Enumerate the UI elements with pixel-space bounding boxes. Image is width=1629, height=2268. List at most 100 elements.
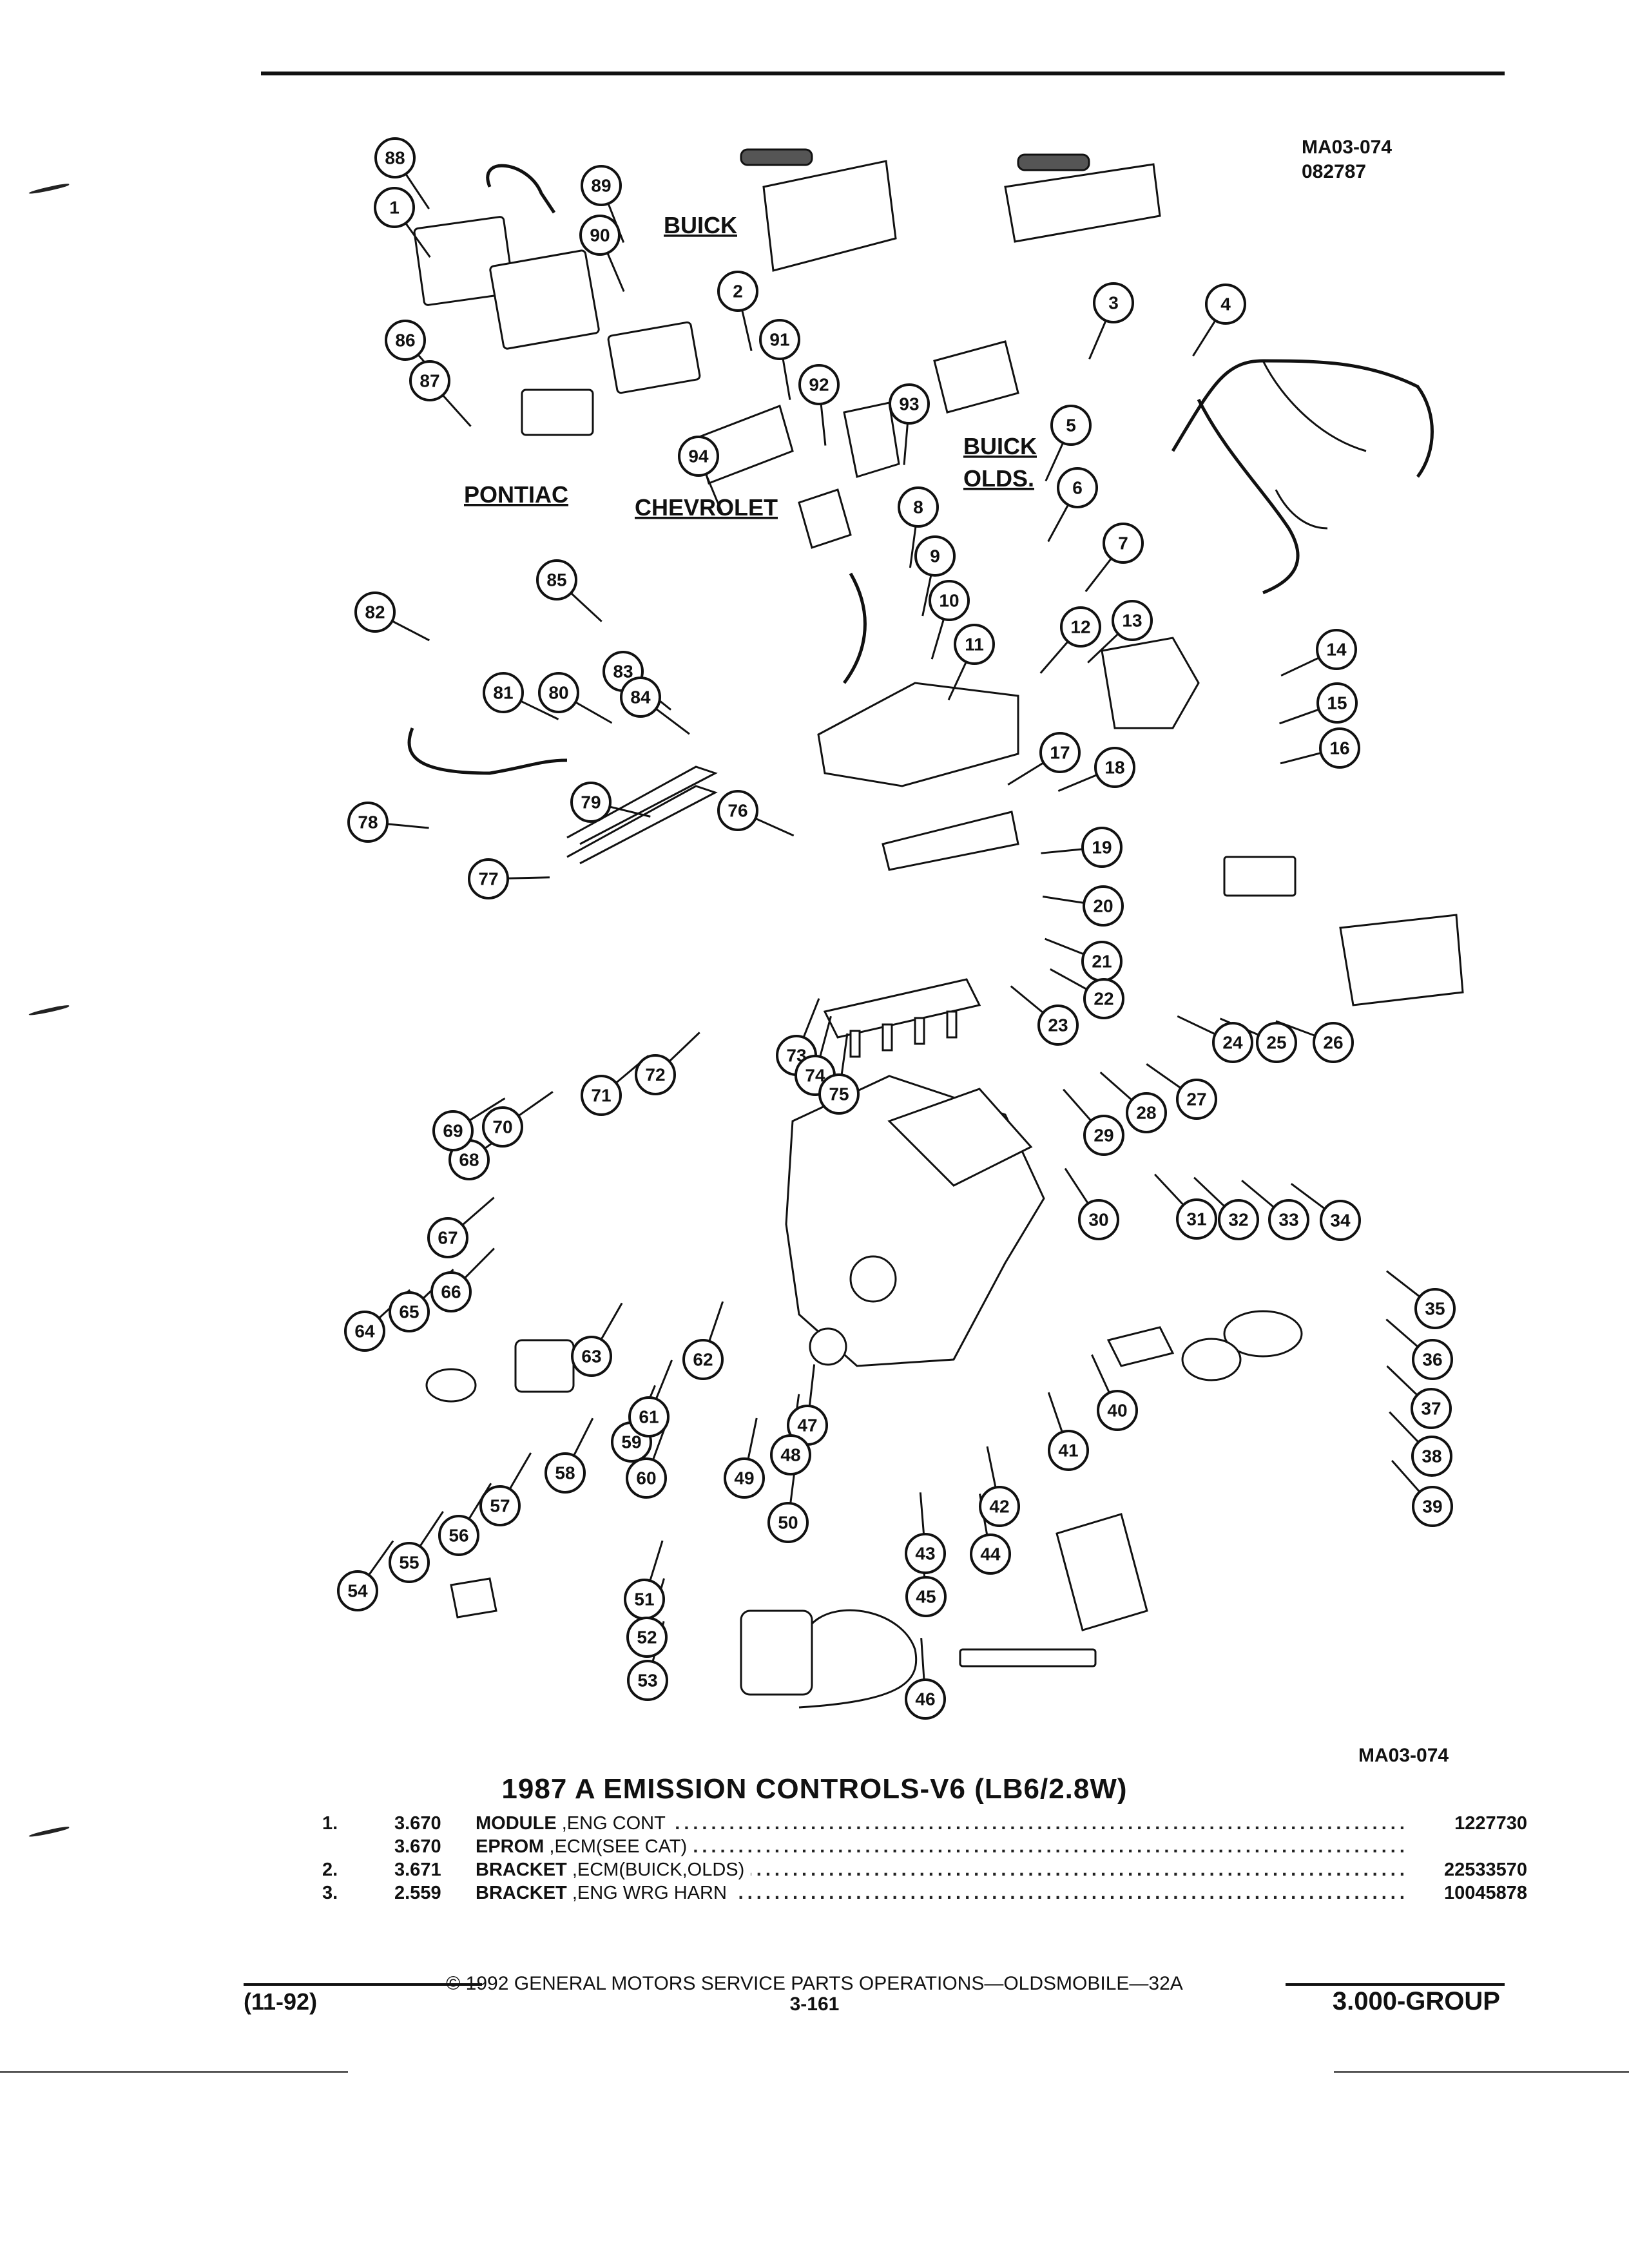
parts-list-row: 3.670...................................… (322, 1835, 1527, 1858)
callout-72: 72 (635, 1054, 676, 1095)
leader-line-27 (1146, 1063, 1182, 1089)
callout-1: 1 (374, 187, 415, 228)
callout-circle (770, 1434, 811, 1475)
callout-48: 48 (770, 1434, 811, 1475)
callout-circle (1039, 732, 1081, 773)
callout-number: 28 (1136, 1103, 1156, 1123)
callout-number: 76 (728, 801, 747, 821)
callout-leaders (368, 173, 1421, 1680)
callout-circle (1256, 1022, 1297, 1063)
callout-91: 91 (759, 319, 800, 360)
callout-circle (1176, 1079, 1217, 1120)
leader-line-79 (609, 805, 651, 818)
callout-number: 62 (693, 1350, 713, 1370)
reference-number: 3.671 (394, 1860, 441, 1880)
callout-circle (430, 1271, 472, 1312)
callout-number: 47 (797, 1416, 817, 1436)
callout-number: 64 (354, 1321, 375, 1341)
callout-number: 84 (630, 687, 651, 707)
callout-13: 13 (1112, 600, 1153, 641)
callout-circle (581, 1075, 622, 1116)
callout-number: 1 (389, 198, 400, 218)
leader-line-92 (820, 403, 827, 446)
leader-line-77 (507, 876, 550, 879)
part-description: BRACKET ,ECM(BUICK,OLDS) (476, 1858, 751, 1881)
part-description: MODULE ,ENG CONT (476, 1812, 672, 1835)
callout-71: 71 (581, 1075, 622, 1116)
callout-54: 54 (337, 1570, 378, 1611)
leader-line-28 (1099, 1072, 1133, 1101)
callout-number: 41 (1058, 1441, 1078, 1461)
leader-line-43 (919, 1492, 925, 1535)
callout-16: 16 (1319, 727, 1360, 769)
callout-46: 46 (905, 1678, 946, 1720)
callout-number: 70 (492, 1117, 512, 1137)
leader-line-54 (368, 1540, 394, 1576)
maker-label-chevrolet: CHEVROLET (635, 494, 778, 521)
footer-rule-right (1286, 1983, 1505, 1986)
callout-circle (389, 1542, 430, 1583)
callout-number: 27 (1186, 1090, 1206, 1110)
diagram-title: 1987 A EMISSION CONTROLS-V6 (LB6/2.8W) (501, 1773, 1128, 1805)
leader-line-38 (1389, 1411, 1420, 1443)
callout-number: 81 (493, 683, 513, 703)
part-description: BRACKET ,ENG WRG HARN (476, 1881, 733, 1905)
callout-number: 30 (1088, 1210, 1108, 1230)
callout-number: 13 (1122, 611, 1142, 631)
callout-37: 37 (1411, 1388, 1452, 1429)
maker-label-buick: BUICK (664, 212, 737, 238)
leader-line-40 (1091, 1354, 1110, 1394)
leader-line-62 (708, 1301, 724, 1342)
leader-line-4 (1192, 320, 1217, 357)
callout-number: 21 (1092, 952, 1112, 972)
callout-circle (620, 677, 661, 718)
callout-number: 89 (591, 176, 611, 196)
callout-85: 85 (536, 559, 577, 601)
callout-circle (1313, 1022, 1354, 1063)
callout-circle (626, 1617, 668, 1658)
callout-52: 52 (626, 1617, 668, 1658)
callout-circle (798, 364, 840, 405)
callout-69: 69 (432, 1110, 474, 1151)
callout-circle (1319, 727, 1360, 769)
callout-number: 33 (1278, 1210, 1298, 1230)
callout-number: 69 (443, 1121, 463, 1141)
callout-circle (432, 1110, 474, 1151)
callout-30: 30 (1078, 1199, 1119, 1240)
callout-circle (1083, 1115, 1124, 1156)
item-number: 1. (322, 1813, 338, 1834)
callout-number: 12 (1070, 617, 1090, 637)
callout-circle (1093, 282, 1134, 323)
callout-circle (929, 580, 970, 621)
callout-21: 21 (1081, 941, 1123, 982)
leader-line-67 (461, 1196, 495, 1226)
maker-labels: BUICK PONTIAC CHEVROLET BUICK OLDS. (464, 212, 1037, 521)
part-number: 10045878 (1438, 1881, 1527, 1905)
leader-line-8 (909, 526, 917, 568)
callout-circle (717, 790, 758, 831)
callout-81: 81 (483, 672, 524, 713)
callout-number: 92 (809, 375, 829, 395)
callout-number: 72 (645, 1065, 665, 1085)
callout-number: 71 (591, 1086, 611, 1106)
leader-line-42 (986, 1446, 997, 1488)
callout-89: 89 (581, 165, 622, 206)
leader-line-12 (1039, 640, 1069, 674)
callout-25: 25 (1256, 1022, 1297, 1063)
bottom-edge-rule-right (1334, 2071, 1629, 2073)
leader-line-6 (1047, 504, 1070, 543)
callout-number: 18 (1104, 758, 1124, 778)
part-qualifier: ,ECM(SEE CAT) (544, 1836, 688, 1857)
leader-line-57 (508, 1452, 532, 1490)
leader-line-87 (441, 394, 472, 427)
callout-number: 37 (1421, 1399, 1441, 1419)
callout-circle (1050, 405, 1092, 446)
leader-line-80 (575, 701, 613, 724)
callout-number: 93 (899, 394, 919, 414)
callout-number: 50 (778, 1513, 798, 1533)
leader-line-10 (930, 619, 945, 660)
callout-22: 22 (1083, 978, 1124, 1019)
callout-33: 33 (1268, 1199, 1309, 1240)
callout-number: 14 (1326, 640, 1347, 660)
callout-number: 6 (1072, 478, 1083, 498)
